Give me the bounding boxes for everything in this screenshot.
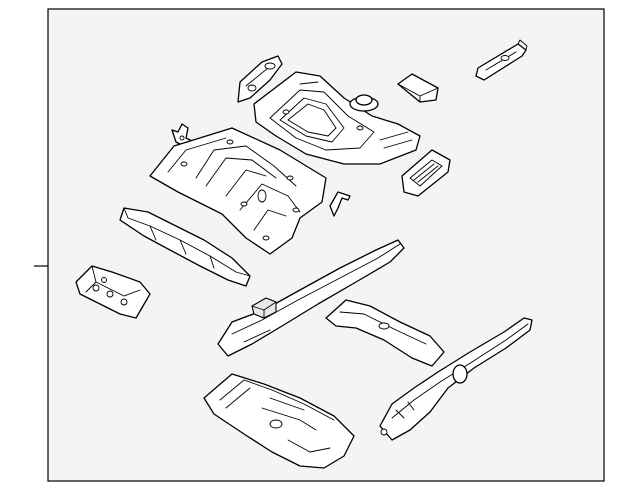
mounting-plate-left (75, 265, 151, 319)
rear-floor-panel-center (149, 127, 327, 255)
hook-bracket (329, 191, 351, 217)
small-bracket-right (397, 73, 439, 103)
side-member-rear-right (379, 317, 533, 441)
diagram-frame (47, 8, 605, 482)
vent-grille-panel (401, 149, 451, 197)
crossmember-upper-left (119, 207, 251, 287)
bracket-top-right (475, 39, 528, 81)
crossmember-lower-center (325, 299, 445, 367)
side-member-long (217, 239, 405, 357)
side-bracket-upper-left (237, 55, 283, 103)
center-plug (349, 94, 379, 112)
rear-floor-pan (253, 71, 421, 165)
front-floor-panel-lower (203, 373, 355, 469)
